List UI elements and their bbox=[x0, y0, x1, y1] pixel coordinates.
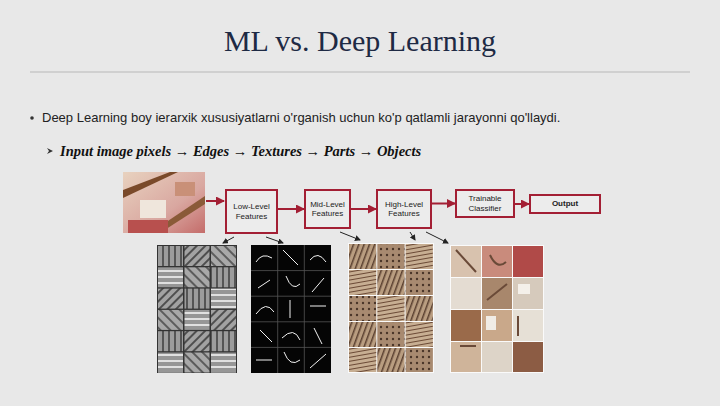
box-label: Trainable Classifier bbox=[460, 194, 510, 212]
box-label: High-Level Features bbox=[381, 200, 427, 218]
feature-box: Low-Level Features bbox=[225, 189, 278, 234]
bullet-text: Deep Learning boy ierarxik xususiyatlarn… bbox=[42, 110, 572, 125]
box-text-group: Output bbox=[549, 197, 581, 210]
box-text-group: Mid-Level Features bbox=[306, 198, 349, 220]
flow-arrow bbox=[278, 208, 304, 210]
feature-box: Trainable Classifier bbox=[455, 189, 515, 218]
slide-title: ML vs. Deep Learning bbox=[0, 24, 720, 58]
box-text-group: High-Level Features bbox=[378, 198, 430, 220]
sub-bullet-text: Input image pixels → Edges → Textures → … bbox=[60, 143, 580, 160]
flow-arrow bbox=[432, 203, 455, 205]
flow-arrow bbox=[351, 208, 376, 210]
box-label: Low-Level Features bbox=[230, 202, 273, 220]
box-label: Mid-Level Features bbox=[309, 200, 346, 218]
feature-box: High-Level Features bbox=[376, 189, 432, 229]
box-label: Output bbox=[552, 199, 578, 208]
box-text-group: Trainable Classifier bbox=[457, 192, 513, 214]
feature-box: Mid-Level Features bbox=[304, 189, 351, 229]
flow-arrow bbox=[515, 203, 529, 205]
box-text-group: Low-Level Features bbox=[227, 200, 276, 222]
feature-box: Output bbox=[529, 194, 601, 214]
